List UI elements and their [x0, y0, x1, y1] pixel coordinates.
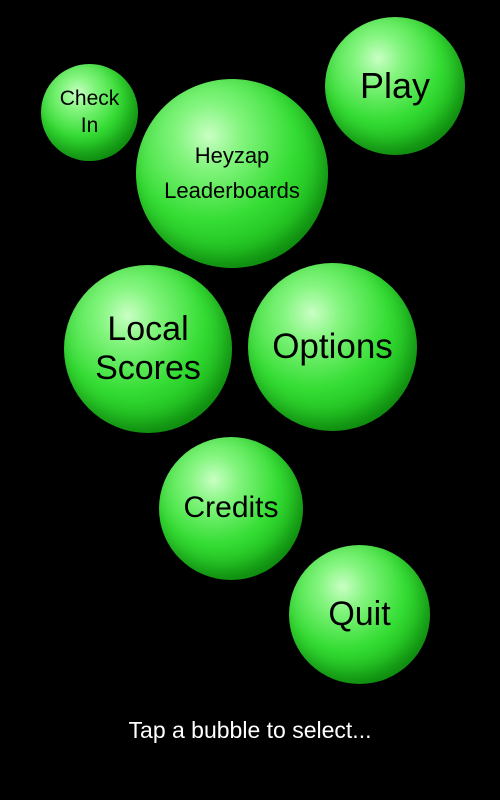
quit-label: Quit: [328, 594, 391, 633]
play-bubble-button[interactable]: Play: [325, 17, 465, 155]
options-label: Options: [272, 326, 393, 366]
credits-label: Credits: [183, 491, 279, 525]
local-scores-bubble-button[interactable]: Local Scores: [64, 265, 232, 433]
check-in-label: Check In: [59, 87, 120, 137]
play-label: Play: [359, 65, 431, 107]
check-in-bubble-button[interactable]: Check In: [41, 64, 138, 161]
quit-bubble-button[interactable]: Quit: [289, 545, 430, 684]
heyzap-leaderboards-label: Heyzap Leaderboards: [164, 143, 300, 203]
options-bubble-button[interactable]: Options: [248, 263, 417, 431]
local-scores-label: Local Scores: [95, 309, 201, 387]
instruction-hint: Tap a bubble to select...: [128, 717, 372, 743]
credits-bubble-button[interactable]: Credits: [159, 437, 303, 580]
heyzap-leaderboards-bubble-button[interactable]: Heyzap Leaderboards: [136, 79, 328, 268]
